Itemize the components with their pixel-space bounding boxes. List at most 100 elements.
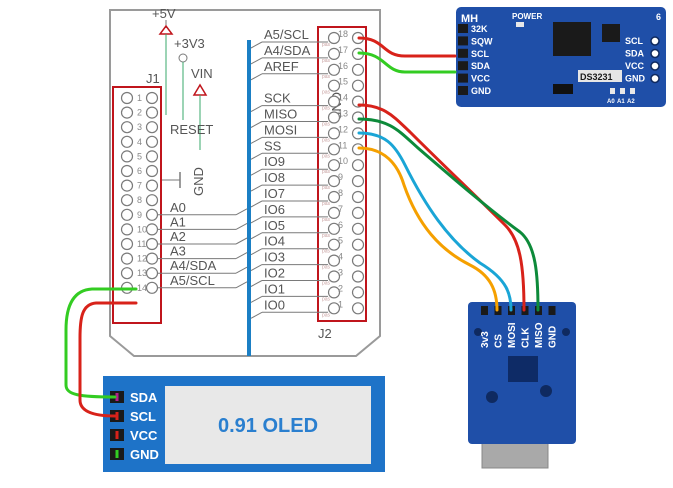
j2-signal-label: MISO: [264, 107, 297, 122]
j2-pin-number: 7: [338, 204, 343, 214]
j2-pad-label: pas: [322, 153, 331, 159]
j2-signal-label: SCK: [264, 91, 291, 106]
j2-bus-entry: [250, 168, 263, 176]
j2-signal-label: SS: [264, 138, 282, 153]
j2-pad-label: pas: [322, 201, 331, 207]
j2-pad-label: pas: [322, 106, 331, 112]
j1-name: J1: [146, 71, 160, 86]
j2-pad-label: pas: [322, 169, 331, 175]
sd-pin-label: 3v3: [480, 331, 491, 348]
j2-pad-label: pas: [322, 74, 331, 80]
wire-sda-oled: [64, 287, 138, 399]
j1-signal-label: A1: [170, 214, 186, 229]
rtc-right-pin-label: SDA: [625, 49, 645, 59]
j1-pin-pad: [145, 267, 159, 280]
j1-pin-pad: [145, 106, 159, 119]
j1-pin-pad: [145, 237, 159, 251]
j1-pin: [120, 223, 134, 236]
oled-title: 0.91 OLED: [218, 415, 318, 437]
j2-pin-number: 12: [338, 124, 348, 134]
j2-bus-entry: [250, 232, 263, 240]
j2-bus-entry: [250, 295, 263, 303]
j2-pin-number: 16: [338, 61, 348, 71]
j1-pin-pad: [145, 281, 159, 294]
j1-pin-pad: [145, 252, 159, 265]
j2-signal-label: AREF: [264, 59, 299, 74]
j1-pin: [120, 194, 134, 207]
j2-signal-label: IO6: [264, 202, 285, 217]
oled-pin-label: VCC: [130, 428, 158, 443]
j1-pin-pad: [145, 164, 159, 178]
j1-bus-entry: [235, 281, 248, 289]
rtc-brand: MH: [461, 13, 478, 25]
j1-pin-number: 10: [137, 224, 147, 234]
j2-pin-pad: [351, 63, 365, 76]
j2-bus-entry: [250, 280, 263, 287]
j2-pad-label: pas: [322, 58, 331, 64]
j2-bus-entry: [250, 200, 263, 208]
j2-pin: [327, 31, 341, 45]
power-5v-symbol: +5V: [152, 6, 176, 115]
sd-mount-hole: [562, 328, 570, 336]
arduino-shield-schematic: +5V +3V3 VIN RESET GND GND J1: [109, 6, 381, 357]
j2-pin-number: 15: [338, 77, 348, 87]
rtc-header-pin: [458, 48, 468, 58]
j2-bus-entry: [250, 216, 263, 224]
j2-pin-number: 17: [338, 45, 348, 55]
j2-bus-entry: [250, 136, 263, 144]
j1-pin: [120, 135, 134, 148]
oled-pin-label: SCL: [130, 409, 156, 424]
j2-signal-label: A4/SDA: [264, 43, 311, 58]
sd-pin-label: GND: [548, 326, 559, 348]
j2-bus-entry: [250, 184, 263, 192]
j2-pin-number: 13: [338, 109, 348, 119]
j2-pin-pad: [351, 222, 365, 235]
rtc-left-pin-label: SDA: [471, 61, 491, 71]
j1-pin-number: 12: [137, 254, 147, 264]
j1-pin: [120, 106, 134, 119]
sd-mount-hole: [474, 328, 482, 336]
j1-bus-entry: [235, 208, 248, 216]
j2-pad-label: pas: [322, 122, 331, 128]
j1-signal-label: A5/SCL: [170, 273, 215, 288]
j1-pin-number: 14: [137, 283, 147, 293]
sd-mount-hole: [486, 391, 498, 403]
j2-signal-label: IO5: [264, 218, 285, 233]
reset-label: RESET: [170, 122, 213, 137]
j2-pad-label: pas: [322, 233, 331, 239]
j2-bus-entry: [250, 73, 263, 81]
j2-pin: [327, 47, 341, 61]
j1-pin-number: 1: [137, 93, 142, 103]
j2-pin: [327, 190, 341, 204]
rtc-left-pin-label: 32K: [471, 24, 488, 34]
j2-pin-number: 10: [338, 156, 348, 166]
j1-pin-number: 8: [137, 195, 142, 205]
j2-pin-pad: [351, 206, 365, 219]
svg-text:+5V: +5V: [152, 6, 176, 21]
j1-pin-number: 4: [137, 137, 142, 147]
j2-pin: [327, 143, 341, 156]
svg-text:GND: GND: [191, 167, 206, 196]
sd-mount-hole: [540, 385, 552, 397]
rtc-addr-label: A2: [627, 99, 635, 105]
j2-pad-label: pas: [322, 265, 331, 271]
oled-pin-label: SDA: [130, 390, 158, 405]
j2-signal-label: IO8: [264, 170, 285, 185]
rtc-right-pin: [650, 48, 660, 59]
rtc-left-pin-label: SQW: [471, 36, 493, 46]
rtc-header-pin: [458, 24, 468, 33]
j2-pin-pad: [351, 238, 365, 251]
rtc-addr-pad: [630, 88, 635, 94]
j2-pin-pad: [351, 175, 365, 188]
j2-pin-number: 3: [338, 268, 343, 278]
power-vin-symbol: VIN: [191, 66, 213, 150]
wire-scl-oled: [78, 301, 138, 418]
j2-bus-entry: [250, 264, 263, 272]
oled-pin-label: GND: [130, 447, 159, 462]
power-3v3-symbol: +3V3: [174, 36, 205, 120]
rtc-eeprom: [602, 24, 620, 42]
oled-screen: [165, 386, 371, 464]
j1-pin-pad: [145, 223, 159, 236]
